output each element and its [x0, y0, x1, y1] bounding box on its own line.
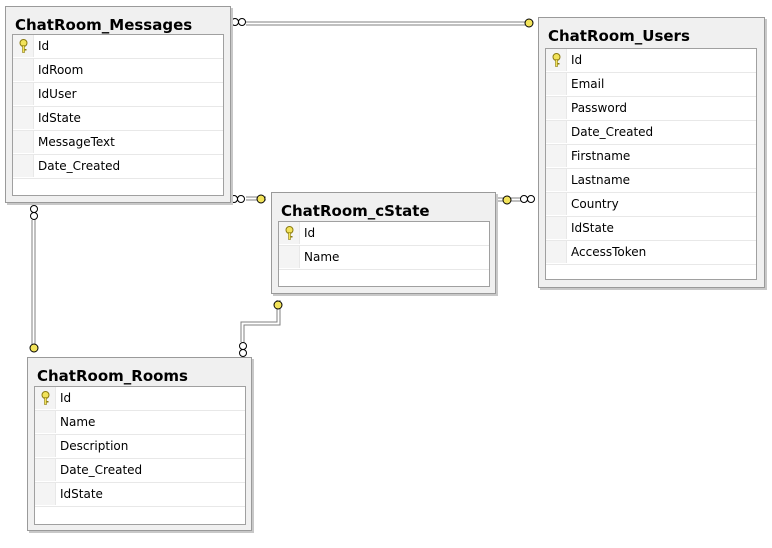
column-name: Name	[304, 250, 340, 264]
column-row-date-created[interactable]: Date_Created	[546, 121, 756, 145]
primary-key-icon	[19, 39, 28, 53]
column-name: Email	[571, 77, 605, 91]
column-row-firstname[interactable]: Firstname	[546, 145, 756, 169]
column-list: Id IdRoom IdUser IdState MessageText Dat…	[12, 34, 224, 196]
column-name: IdUser	[38, 87, 77, 101]
column-name: Password	[571, 101, 628, 115]
column-name: Firstname	[571, 149, 631, 163]
column-row-idstate[interactable]: IdState	[35, 483, 245, 507]
relationship-rooms-cstate[interactable]	[239, 300, 283, 357]
primary-key-icon	[552, 53, 561, 67]
column-list: Id Name	[278, 221, 490, 287]
column-name: IdState	[571, 221, 614, 235]
column-name: Id	[304, 226, 316, 240]
column-name: IdState	[38, 111, 81, 125]
column-name: Lastname	[571, 173, 631, 187]
relationship-messages-cstate[interactable]	[230, 194, 267, 204]
column-row-idstate[interactable]: IdState	[546, 217, 756, 241]
column-name: Id	[571, 53, 583, 67]
table-title: ChatRoom_Users	[548, 27, 690, 45]
table-chatroom-cstate[interactable]: ChatRoom_cState Id Name	[271, 192, 496, 294]
table-chatroom-messages[interactable]: ChatRoom_Messages Id IdRoom IdUser IdSta…	[5, 6, 231, 203]
column-name: Country	[571, 197, 619, 211]
column-row-password[interactable]: Password	[546, 97, 756, 121]
column-row-messagetext[interactable]: MessageText	[13, 131, 223, 155]
column-row-id[interactable]: Id	[35, 387, 245, 411]
table-chatroom-rooms[interactable]: ChatRoom_Rooms Id Name Description Date_…	[27, 357, 252, 531]
column-name: Date_Created	[571, 125, 654, 139]
column-row-id[interactable]: Id	[13, 35, 223, 59]
primary-key-icon	[41, 391, 50, 405]
column-name: Date_Created	[60, 463, 143, 477]
table-title: ChatRoom_Rooms	[37, 367, 188, 385]
column-name: Id	[60, 391, 72, 405]
column-row-idstate[interactable]: IdState	[13, 107, 223, 131]
relationship-messages-users[interactable]	[231, 18, 534, 28]
column-name: AccessToken	[571, 245, 647, 259]
column-name: IdState	[60, 487, 103, 501]
column-row-email[interactable]: Email	[546, 73, 756, 97]
column-row-date-created[interactable]: Date_Created	[13, 155, 223, 179]
column-list: Id Email Password Date_Created Firstname…	[545, 48, 757, 280]
column-name: Description	[60, 439, 129, 453]
column-row-id[interactable]: Id	[279, 222, 489, 246]
column-name: Id	[38, 39, 50, 53]
table-title: ChatRoom_cState	[281, 202, 430, 220]
column-row-name[interactable]: Name	[35, 411, 245, 435]
column-name: MessageText	[38, 135, 115, 149]
column-row-description[interactable]: Description	[35, 435, 245, 459]
column-name: IdRoom	[38, 63, 84, 77]
column-row-iduser[interactable]: IdUser	[13, 83, 223, 107]
column-row-id[interactable]: Id	[546, 49, 756, 73]
table-chatroom-users[interactable]: ChatRoom_Users Id Email Password Date_Cr…	[538, 17, 765, 288]
relationship-messages-rooms[interactable]	[29, 205, 39, 353]
column-list: Id Name Description Date_Created IdState	[34, 386, 246, 525]
relationship-users-cstate[interactable]	[496, 195, 535, 205]
column-name: Date_Created	[38, 159, 121, 173]
column-row-accesstoken[interactable]: AccessToken	[546, 241, 756, 265]
column-name: Name	[60, 415, 96, 429]
primary-key-icon	[285, 226, 294, 240]
column-row-idroom[interactable]: IdRoom	[13, 59, 223, 83]
column-row-date-created[interactable]: Date_Created	[35, 459, 245, 483]
column-row-name[interactable]: Name	[279, 246, 489, 270]
column-row-country[interactable]: Country	[546, 193, 756, 217]
table-title: ChatRoom_Messages	[15, 16, 193, 34]
column-row-lastname[interactable]: Lastname	[546, 169, 756, 193]
